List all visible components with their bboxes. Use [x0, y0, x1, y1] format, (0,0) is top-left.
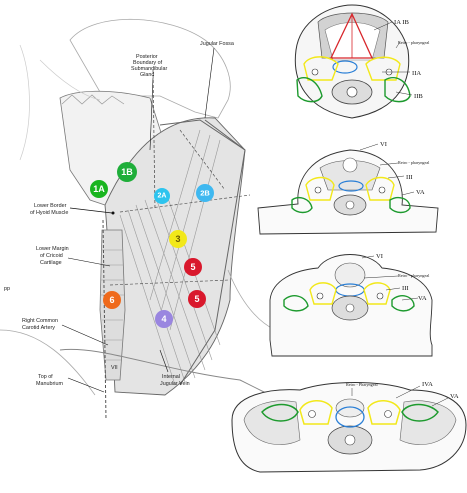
- label-lower-border: Lower Border: [34, 203, 67, 209]
- level-2a-label: 2A: [158, 193, 167, 200]
- level-2b-label: 2B: [200, 189, 210, 198]
- panel3-label-vi: VI: [376, 253, 383, 260]
- label-of-cricoid: of Cricoid: [40, 253, 63, 259]
- label-pp: pp: [4, 286, 10, 292]
- level-3-label: 3: [175, 234, 180, 244]
- panel1-label-retro: Retro - pharyngeal: [398, 40, 430, 45]
- neck-lateral-diagram: 1A 1B 2A 2B 3 4 5 5 6 Posterior Boundary…: [0, 19, 275, 420]
- label-hyoid: of Hyoid Muscle: [30, 210, 68, 216]
- panel4-label-va: VA: [450, 393, 459, 400]
- axial-panel-1: IA IB Retro - pharyngeal IIA IIB: [295, 5, 430, 118]
- panel1-label-ia-ib: IA IB: [394, 19, 409, 26]
- label-jugular-vein: Jugular Vein: [160, 381, 190, 387]
- label-jugular-fossa: Jugular Fossa: [200, 41, 234, 47]
- axial-panel-2: VI Retro - pharyngeal III VA: [258, 141, 438, 234]
- panel4-label-retro: Retro - Pharyngeal: [346, 382, 378, 387]
- label-cartilage: Cartilage: [40, 260, 62, 266]
- panel3-label-va: VA: [418, 295, 427, 302]
- level-1b-label: 1B: [121, 167, 133, 177]
- axial-panel-3: VI Retro - pharyngeal III VA: [270, 253, 432, 356]
- panel3-label-retro: Retro - pharyngeal: [398, 273, 430, 278]
- label-vii: VII: [111, 365, 118, 371]
- panel1-label-iia: IIA: [412, 70, 421, 77]
- panel2-label-retro: Retro - pharyngeal: [398, 160, 430, 165]
- panel2-label-va: VA: [416, 189, 425, 196]
- panel3-label-iii: III: [402, 285, 409, 292]
- label-top-of: Top of: [38, 374, 53, 380]
- label-right-common: Right Common: [22, 318, 58, 324]
- level-4-label: 4: [161, 314, 166, 324]
- level-6-label: 6: [109, 295, 114, 305]
- panel4-label-iva: IVA: [422, 381, 433, 388]
- label-manubrium: Manubrium: [36, 381, 63, 387]
- level-5-lower-label: 5: [194, 294, 199, 304]
- panel2-label-iii: III: [406, 174, 413, 181]
- axial-panel-4: Retro - Pharyngeal IVA VA: [232, 381, 466, 472]
- label-internal: Internal: [162, 374, 180, 380]
- label-carotid-artery: Carotid Artery: [22, 325, 55, 331]
- panel2-label-vi: VI: [380, 141, 387, 148]
- label-lower-margin: Lower Margin: [36, 246, 69, 252]
- label-gland: Gland: [140, 72, 154, 78]
- level-1a-label: 1A: [93, 184, 105, 194]
- panel1-label-iib: IIB: [414, 93, 423, 100]
- level-5-upper-label: 5: [190, 262, 195, 272]
